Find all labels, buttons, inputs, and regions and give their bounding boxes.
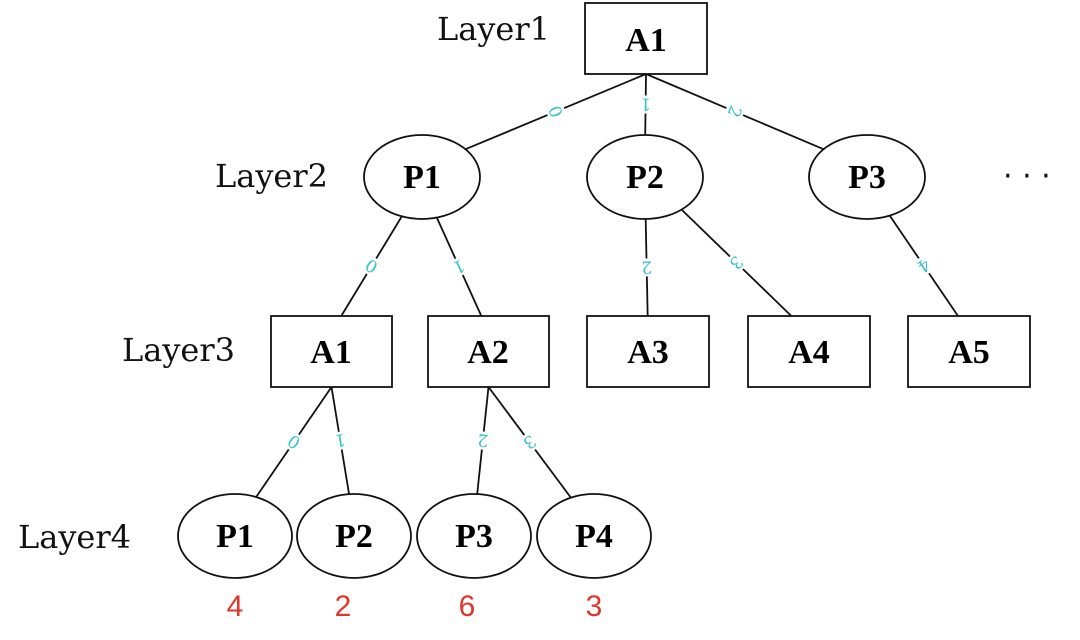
edge-label-bg bbox=[639, 258, 654, 277]
node-l3-a1: A1 bbox=[270, 315, 393, 388]
leaf-value-p1: 4 bbox=[227, 590, 244, 623]
node-l4-p3: P3 bbox=[416, 493, 532, 579]
edge-label-bg bbox=[360, 254, 383, 278]
node-label: A1 bbox=[625, 22, 667, 59]
leaf-value-p2: 2 bbox=[335, 590, 352, 623]
node-l4-p1: P1 bbox=[177, 493, 293, 579]
node-l3-a2: A2 bbox=[427, 315, 550, 388]
edge-label-bg bbox=[331, 430, 349, 451]
layer-label-2: Layer2 bbox=[215, 157, 328, 195]
edge-label-bg bbox=[544, 101, 567, 122]
edge-label-bg bbox=[474, 430, 491, 451]
edge-label-l2p2-l3a3: 2 bbox=[641, 256, 652, 276]
edge-label-bg bbox=[638, 95, 653, 114]
node-l4-p2: P2 bbox=[296, 493, 412, 579]
leaf-value-p4: 3 bbox=[586, 590, 603, 623]
edge-label-bg bbox=[913, 254, 935, 278]
edge-label-l3a1-l4p2: 1 bbox=[333, 429, 347, 450]
node-label: A1 bbox=[310, 334, 352, 371]
edge-label-bg bbox=[282, 430, 305, 454]
node-label: P2 bbox=[626, 159, 664, 196]
node-label: A2 bbox=[467, 334, 509, 371]
leaf-value-p3: 6 bbox=[459, 590, 476, 623]
layer-label-4: Layer4 bbox=[18, 518, 131, 556]
node-label: A3 bbox=[627, 334, 669, 371]
node-label: P3 bbox=[848, 159, 886, 196]
node-label: P3 bbox=[455, 518, 493, 555]
node-l3-a3: A3 bbox=[586, 315, 710, 388]
node-l1-a1: A1 bbox=[584, 2, 708, 75]
edge-label-bg bbox=[725, 251, 748, 275]
node-label: A5 bbox=[948, 334, 990, 371]
layer-label-1: Layer1 bbox=[437, 10, 550, 48]
node-label: P4 bbox=[575, 518, 613, 555]
node-l3-a5: A5 bbox=[907, 315, 1031, 388]
node-label: P1 bbox=[216, 518, 254, 555]
edge-label-bg bbox=[449, 255, 470, 278]
node-l3-a4: A4 bbox=[747, 315, 871, 388]
node-label: P1 bbox=[403, 159, 441, 196]
edge-label-l3a2-l4p3: 2 bbox=[477, 429, 490, 450]
edge-label-bg bbox=[723, 101, 746, 122]
node-label: A4 bbox=[788, 334, 830, 371]
node-label: P2 bbox=[335, 518, 373, 555]
ellipsis: · · · bbox=[1003, 159, 1051, 194]
edge-label-l1a1-l2p2: 1 bbox=[640, 93, 651, 113]
node-l2-p2: P2 bbox=[586, 134, 704, 220]
edge-label-bg bbox=[518, 430, 541, 454]
node-l2-p1: P1 bbox=[363, 134, 481, 220]
node-l4-p4: P4 bbox=[536, 493, 652, 579]
node-l2-p3: P3 bbox=[808, 134, 926, 220]
layer-label-3: Layer3 bbox=[122, 331, 235, 369]
